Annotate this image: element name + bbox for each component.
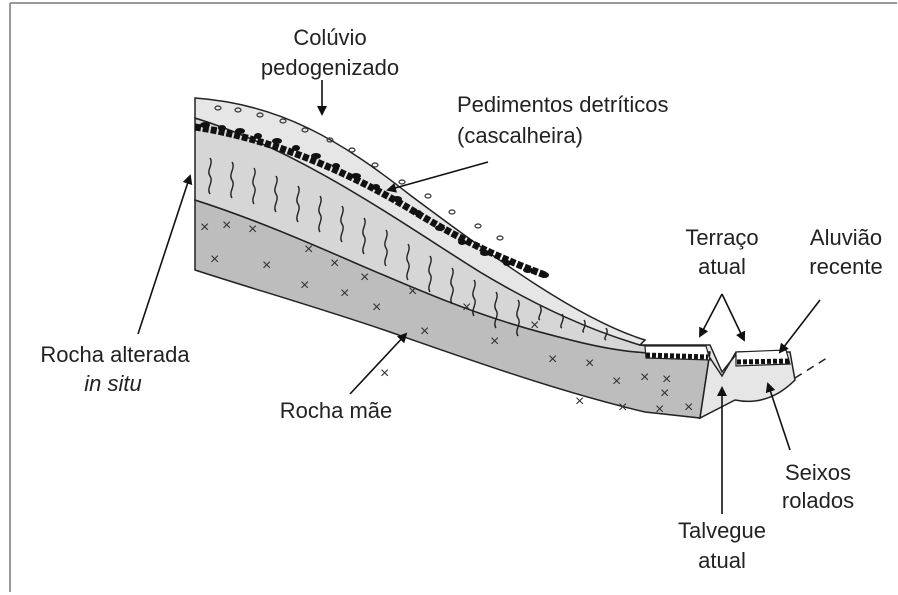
label-aluviao-1: Aluvião [810,225,882,250]
arrow-rocha-alterada [137,174,193,335]
label-seixos-2: rolados [782,488,854,513]
svg-text:×: × [655,401,664,418]
gravel-band [194,123,547,279]
svg-text:×: × [200,219,209,236]
svg-text:×: × [340,285,349,302]
label-rocha-alterada-1: Rocha alterada [40,342,190,367]
alterada-squiggles [208,157,608,341]
svg-text:×: × [662,371,671,388]
label-arrows [137,80,821,514]
label-pedimentos-1: Pedimentos detríticos [457,92,669,117]
svg-text:×: × [330,255,339,272]
svg-text:×: × [548,351,557,368]
svg-text:×: × [575,393,584,410]
arrow-aluviao [778,299,821,354]
label-aluviao-2: recente [809,254,882,279]
label-coluvio-1: Colúvio [293,25,366,50]
label-rocha-alterada-2: in situ [84,371,141,396]
svg-text:×: × [420,323,429,340]
svg-text:×: × [490,333,499,350]
label-coluvio-2: pedogenizado [261,55,399,80]
svg-text:×: × [262,257,271,274]
label-seixos-1: Seixos [785,460,851,485]
label-talvegue-2: atual [698,548,746,573]
svg-text:×: × [248,221,257,238]
arrow-seixos [765,382,791,451]
coluvio-texture [214,105,504,241]
floodplain-dashed-line [794,355,831,379]
svg-text:×: × [300,277,309,294]
terrace-deposit-left [644,345,711,361]
label-talvegue-1: Talvegue [678,518,766,543]
arrow-terraco-right [721,293,746,342]
svg-text:×: × [380,365,389,382]
svg-text:×: × [612,373,621,390]
svg-text:×: × [618,399,627,416]
label-terraco-2: atual [698,254,746,279]
label-rocha-mae: Rocha mãe [280,398,393,423]
label-pedimentos-2: (cascalheira) [457,123,583,148]
svg-text:×: × [640,369,649,386]
valley-notch [705,351,737,378]
svg-text:×: × [372,299,381,316]
terrace-deposit-right [735,349,791,367]
svg-text:×: × [684,399,693,416]
rocha-mae-x-marks: ××× ××× ××× ××× ××× ××× ××× ××× ××× [200,217,693,418]
svg-text:×: × [304,241,313,258]
svg-text:×: × [222,217,231,234]
arrow-rocha-mae [349,332,408,395]
label-terraco-1: Terraço [685,225,758,250]
svg-text:×: × [660,385,669,402]
svg-text:×: × [462,299,471,316]
svg-text:×: × [585,355,594,372]
svg-text:×: × [360,269,369,286]
svg-text:×: × [408,283,417,300]
svg-text:×: × [530,317,539,334]
arrow-terraco-left [699,293,723,338]
svg-text:×: × [210,251,219,268]
arrow-pedimentos [386,161,489,193]
gravel-clasts [200,122,549,278]
